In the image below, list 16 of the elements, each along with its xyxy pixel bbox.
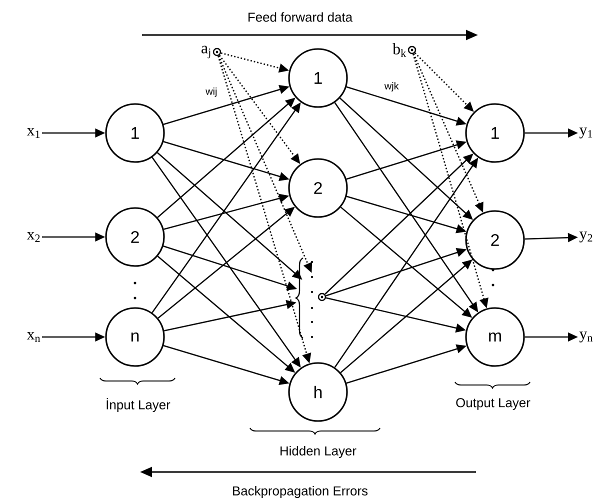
variable-label: x$_{1}$ (26, 128, 40, 138)
caption-text: Output Layer (456, 398, 530, 410)
variable-label: y$_{2}$ (579, 232, 592, 242)
caption-text: Hidden Layer (280, 446, 356, 458)
variable-label: y$_{1}$ (579, 128, 592, 138)
caption-text: Feed forward data (248, 12, 353, 22)
variable-label: x$_{2}$ (26, 232, 40, 242)
variable-label: x$_{n}$ (26, 332, 40, 342)
bias-unit: a$_{j}$ (202, 46, 222, 58)
edge-label: wij (206, 88, 217, 97)
caption-text: Backpropagation Errors (233, 486, 368, 498)
edge-label: wjk (384, 82, 399, 92)
caption-text: İnput Layer (106, 398, 170, 412)
hidden-unit-marker (318, 292, 326, 302)
bias-unit: b$_{k}$ (392, 43, 416, 57)
variable-label: y$_{n}$ (579, 332, 593, 342)
